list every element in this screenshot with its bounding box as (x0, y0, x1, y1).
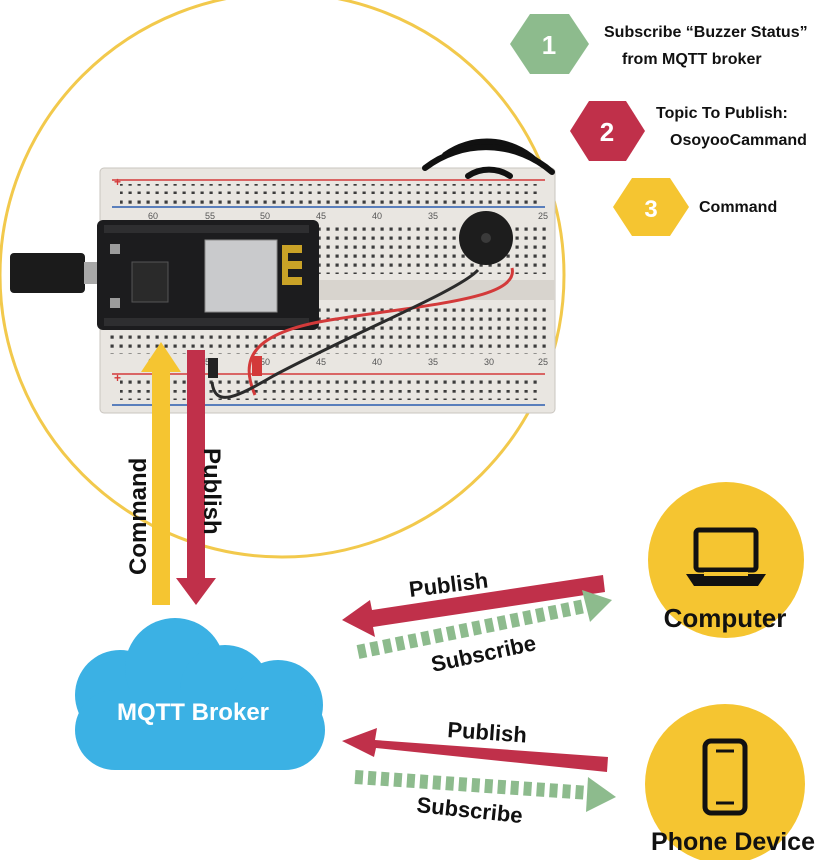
column-number: 40 (372, 357, 382, 367)
column-number: 55 (205, 211, 215, 221)
legend-number-3: 3 (644, 196, 657, 223)
phone-publish-arrow (342, 728, 608, 772)
computer-device: Computer (648, 482, 804, 638)
column-number: 45 (316, 211, 326, 221)
publish-arrow-vertical (176, 350, 216, 605)
legend-line1-1: Subscribe “Buzzer Status” (604, 24, 808, 41)
legend-item-1: 1 Subscribe “Buzzer Status” from MQTT br… (510, 14, 808, 74)
legend-line2-1: from MQTT broker (622, 51, 762, 68)
command-label: Command (125, 458, 152, 575)
rail-sign-top: + (114, 175, 121, 189)
column-number: 25 (538, 211, 548, 221)
legend-line2-2: OsoyooCammand (670, 132, 807, 149)
column-number: 60 (148, 211, 158, 221)
legend-line1-3: Command (699, 199, 777, 216)
computer-publish-arrow (342, 575, 605, 637)
computer-subscribe-label: Subscribe (429, 630, 538, 677)
nodemcu-board-icon (97, 220, 319, 330)
column-number: 35 (428, 357, 438, 367)
legend-line1-2: Topic To Publish: (656, 105, 788, 122)
mqtt-broker-label: MQTT Broker (117, 699, 269, 726)
mqtt-broker-cloud: MQTT Broker (75, 618, 325, 770)
legend-hexagon-3 (613, 178, 689, 236)
phone-subscribe-label: Subscribe (415, 792, 523, 828)
column-number: 25 (538, 357, 548, 367)
phone-device: Phone Device (645, 704, 815, 860)
buzzer-icon (422, 138, 555, 265)
wires (208, 267, 514, 399)
phone-icon (702, 738, 748, 816)
legend-item-2: 2 Topic To Publish: OsoyooCammand (570, 101, 807, 161)
column-number: 35 (428, 211, 438, 221)
usb-cable-icon (10, 253, 106, 293)
computer-subscribe-arrow (356, 590, 612, 659)
phone-subscribe-arrow (354, 770, 616, 812)
legend-hexagon-1 (510, 14, 589, 74)
legend-hexagon-2 (570, 101, 645, 161)
column-number: 50 (260, 211, 270, 221)
column-number: 45 (316, 357, 326, 367)
device-circle (0, 0, 566, 559)
column-number: 40 (372, 211, 382, 221)
phone-publish-label: Publish (447, 717, 528, 747)
column-number: 50 (260, 357, 270, 367)
column-number: 30 (484, 357, 494, 367)
legend-number-2: 2 (600, 117, 614, 147)
laptop-icon (686, 527, 766, 586)
rail-sign-bottom: + (114, 371, 121, 385)
phone-device-label: Phone Device (651, 828, 815, 856)
legend-number-1: 1 (542, 30, 556, 60)
computer-label: Computer (664, 603, 787, 633)
command-arrow (141, 342, 181, 605)
legend-item-3: 3 Command (613, 178, 777, 236)
publish-label-vertical: Publish (198, 448, 225, 535)
